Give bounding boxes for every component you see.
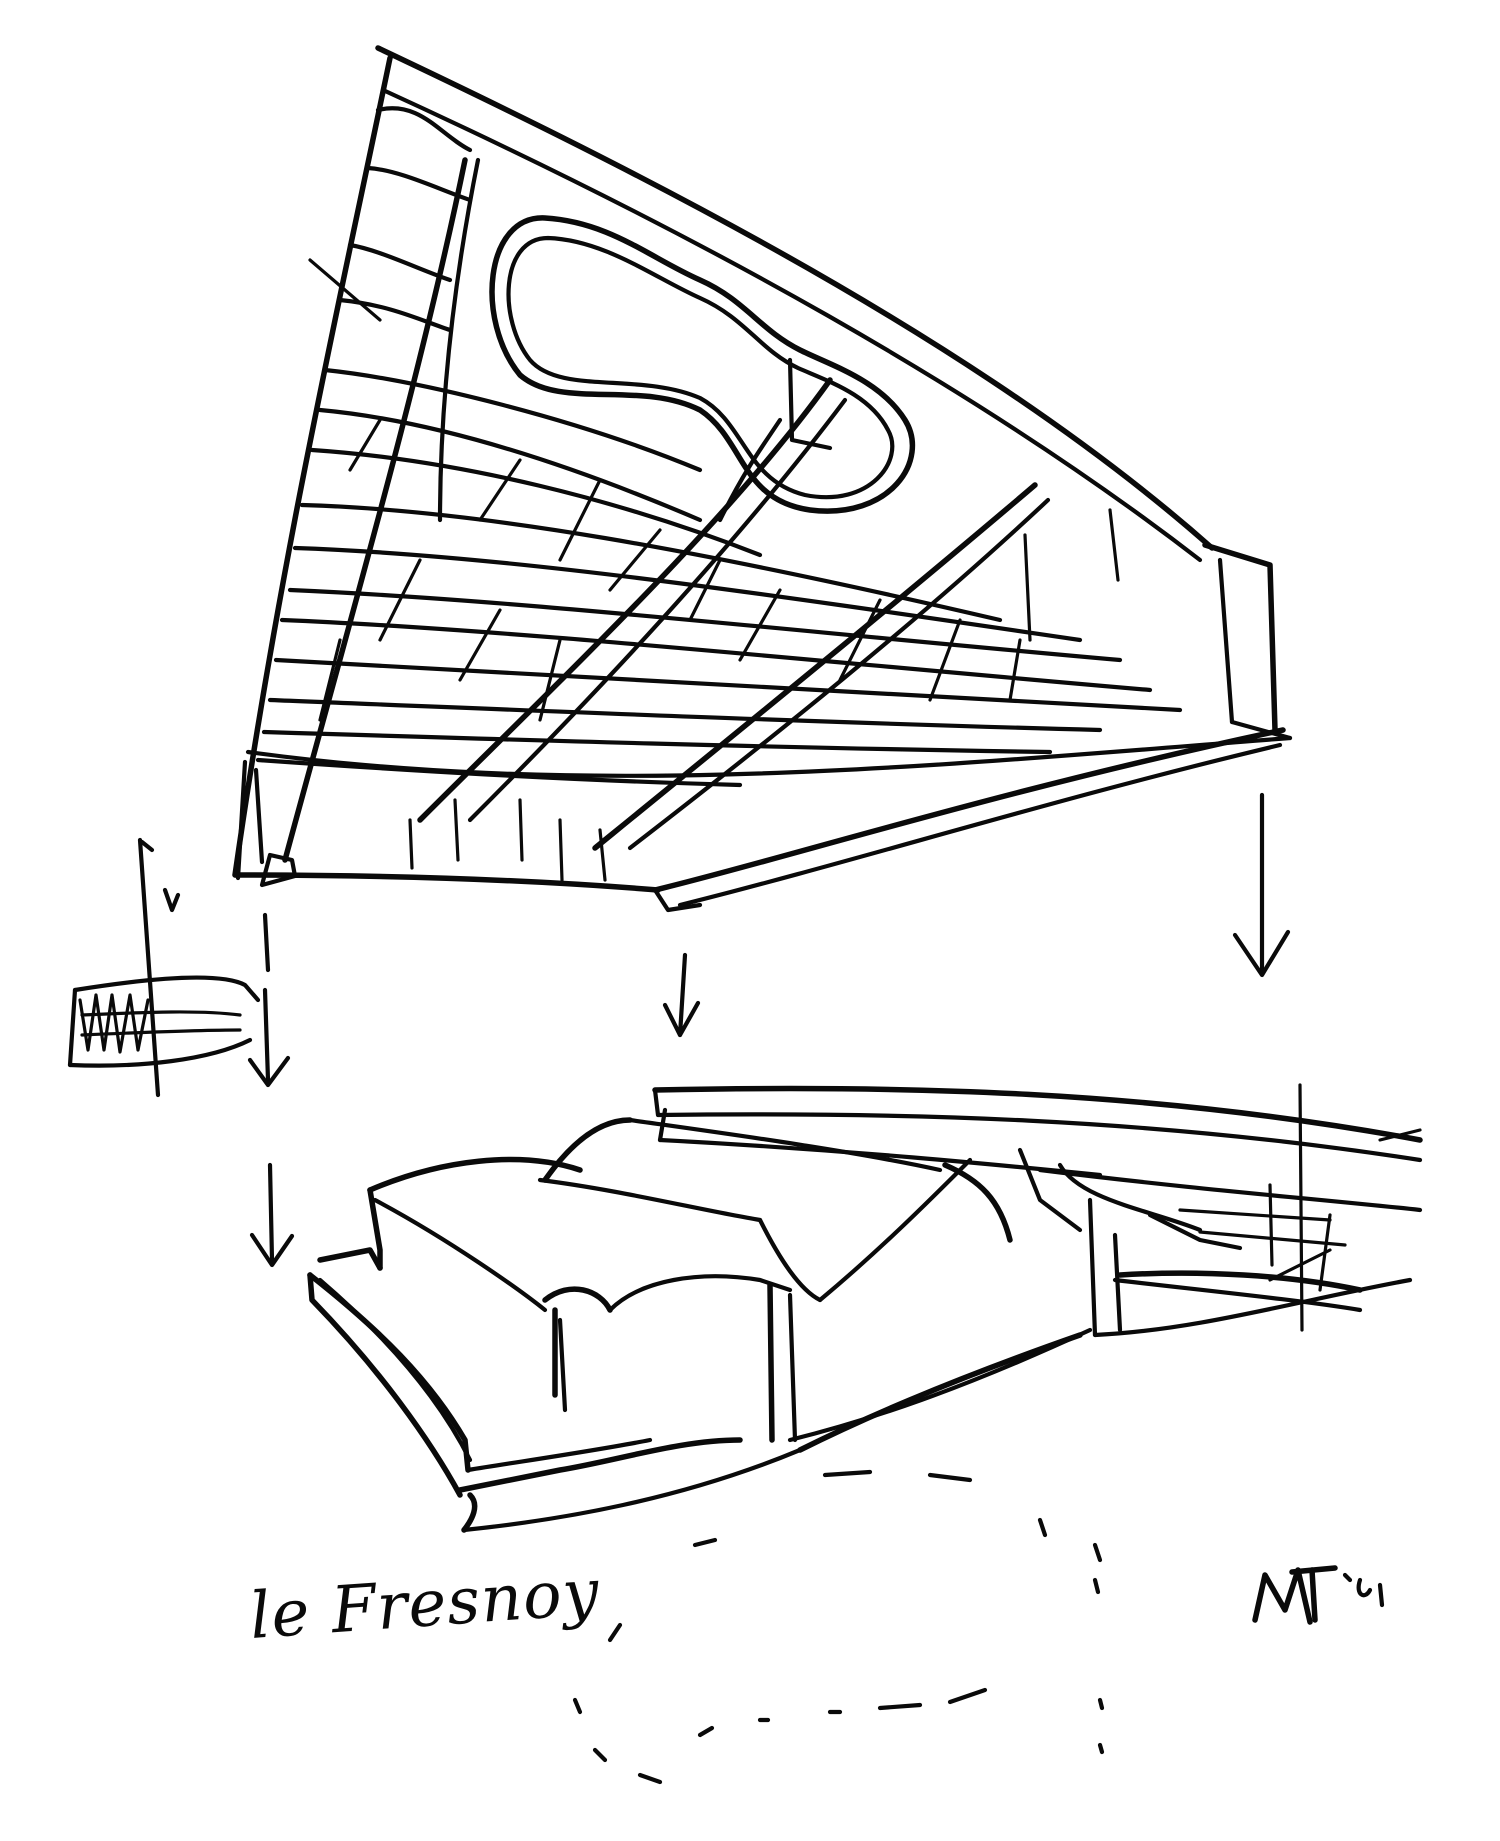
down-arrows [247,792,1291,1268]
building-volumes [307,1083,1423,1533]
section-detail [67,837,261,1098]
signature-mark [1252,1565,1385,1625]
roof-canopy [232,45,1293,913]
ground-dashed-path [572,1469,1105,1785]
